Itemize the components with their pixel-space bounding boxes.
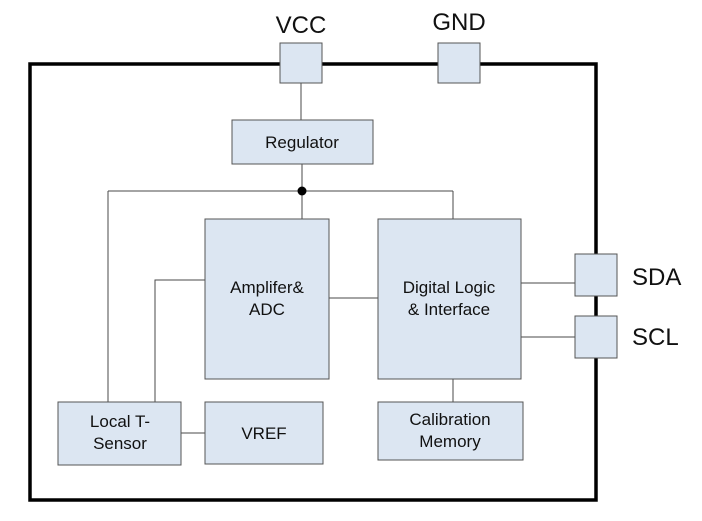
- amp-adc-label-line2: ADC: [249, 300, 285, 319]
- local-sensor-label-line1: Local T-: [90, 412, 150, 431]
- digital-logic-block: [377, 218, 522, 380]
- amp-adc-block: [204, 218, 330, 380]
- digital-logic-label-line2: & Interface: [408, 300, 490, 319]
- vcc-label: VCC: [276, 12, 327, 39]
- scl-pin: [574, 315, 618, 359]
- calibration-memory-block: [377, 401, 524, 461]
- local-sensor-block: [57, 401, 182, 466]
- junction-node: [297, 186, 307, 196]
- calibration-memory-label-line1: Calibration: [409, 410, 490, 429]
- vcc-pin: [279, 42, 323, 84]
- gnd-pin: [437, 42, 481, 84]
- wires: [107, 83, 575, 434]
- local-sensor-label-line2: Sensor: [93, 434, 147, 453]
- amp-adc-label-line1: Amplifer&: [230, 278, 304, 297]
- gnd-label: GND: [432, 9, 485, 36]
- vref-label: VREF: [241, 424, 286, 443]
- calibration-memory-label-line2: Memory: [419, 432, 481, 451]
- sda-label: SDA: [632, 264, 681, 291]
- vref-block: [204, 401, 324, 465]
- regulator-block: [231, 119, 374, 165]
- regulator-label: Regulator: [265, 133, 339, 152]
- digital-logic-label-line1: Digital Logic: [403, 278, 496, 297]
- wire-sensor-adc: [154, 279, 205, 402]
- scl-label: SCL: [632, 324, 679, 351]
- sda-pin: [574, 253, 618, 297]
